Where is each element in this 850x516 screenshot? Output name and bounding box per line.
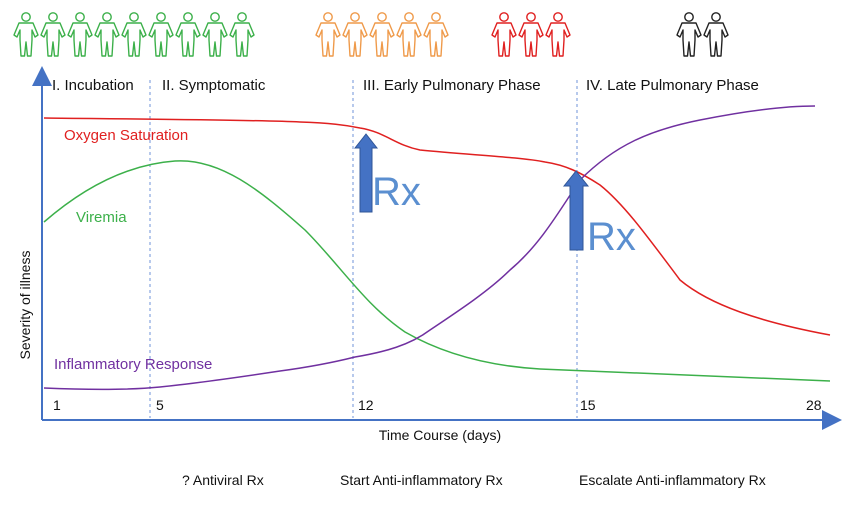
rx-up-arrow-1 xyxy=(353,133,379,213)
series-label-oxygen: Oxygen Saturation xyxy=(64,127,188,144)
rx-arrow-1: Rx xyxy=(353,133,421,214)
person-icon xyxy=(121,12,147,57)
person-icon xyxy=(94,12,120,57)
person-icon xyxy=(148,12,174,57)
x-tick-28: 28 xyxy=(806,397,822,413)
treatment-antiviral: ? Antiviral Rx xyxy=(182,472,264,488)
treatment-start-anti-inflammatory: Start Anti-inflammatory Rx xyxy=(340,472,503,488)
phase-label-early-pulmonary: III. Early Pulmonary Phase xyxy=(363,77,541,94)
person-icon xyxy=(703,12,729,57)
rx-label-1: Rx xyxy=(372,170,421,214)
rx-up-arrow-2 xyxy=(562,170,590,251)
person-icon xyxy=(67,12,93,57)
x-tick-1: 1 xyxy=(53,397,61,413)
x-tick-12: 12 xyxy=(358,397,374,413)
people-icons-row xyxy=(13,12,729,57)
oxygen-saturation-curve xyxy=(43,117,831,336)
x-tick-15: 15 xyxy=(580,397,596,413)
series-label-viremia: Viremia xyxy=(76,209,127,226)
person-icon xyxy=(202,12,228,57)
person-icon xyxy=(175,12,201,57)
series-label-inflammatory: Inflammatory Response xyxy=(54,356,212,373)
person-icon xyxy=(491,12,517,57)
phase-dividers xyxy=(149,80,578,418)
person-icon xyxy=(40,12,66,57)
person-icon xyxy=(315,12,341,57)
viremia-curve xyxy=(43,160,831,382)
person-icon xyxy=(423,12,449,57)
person-icon xyxy=(396,12,422,57)
x-tick-5: 5 xyxy=(156,397,164,413)
person-icon xyxy=(13,12,39,57)
y-axis-title: Severity of illness xyxy=(17,251,33,360)
person-icon xyxy=(545,12,571,57)
inflammatory-response-curve xyxy=(43,105,816,391)
person-icon xyxy=(342,12,368,57)
phase-label-late-pulmonary: IV. Late Pulmonary Phase xyxy=(586,77,759,94)
person-icon xyxy=(518,12,544,57)
phase-label-incubation: I. Incubation xyxy=(52,77,134,94)
rx-label-2: Rx xyxy=(587,215,636,259)
person-icon xyxy=(369,12,395,57)
rx-arrow-2: Rx xyxy=(562,170,636,259)
person-icon xyxy=(676,12,702,57)
x-axis-title: Time Course (days) xyxy=(379,427,501,443)
phase-label-symptomatic: II. Symptomatic xyxy=(162,77,266,94)
treatment-escalate-anti-inflammatory: Escalate Anti-inflammatory Rx xyxy=(579,472,766,488)
person-icon xyxy=(229,12,255,57)
